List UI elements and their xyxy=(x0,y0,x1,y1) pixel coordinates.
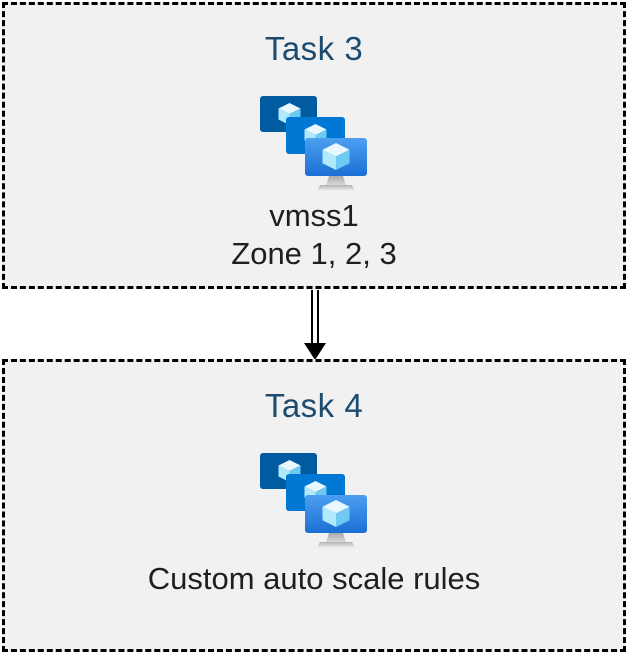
task3-card: Task 3 vmss1 Zone 1, 2, 3 xyxy=(2,2,626,289)
task4-card: Task 4 Custom auto scale rules xyxy=(2,359,626,652)
task4-title: Task 4 xyxy=(264,387,364,424)
task3-labels: vmss1 Zone 1, 2, 3 xyxy=(231,197,396,273)
vmss-name-label: vmss1 xyxy=(269,198,359,233)
vm-scale-set-icon xyxy=(260,453,367,548)
connector-arrowhead-icon xyxy=(304,343,326,360)
task3-title: Task 3 xyxy=(264,30,364,67)
task4-labels: Custom auto scale rules xyxy=(148,560,481,598)
vm-scale-set-icon xyxy=(260,96,367,191)
connector-arrow-shaft xyxy=(311,290,319,345)
zones-label: Zone 1, 2, 3 xyxy=(231,236,397,271)
autoscale-rules-label: Custom auto scale rules xyxy=(147,561,481,596)
